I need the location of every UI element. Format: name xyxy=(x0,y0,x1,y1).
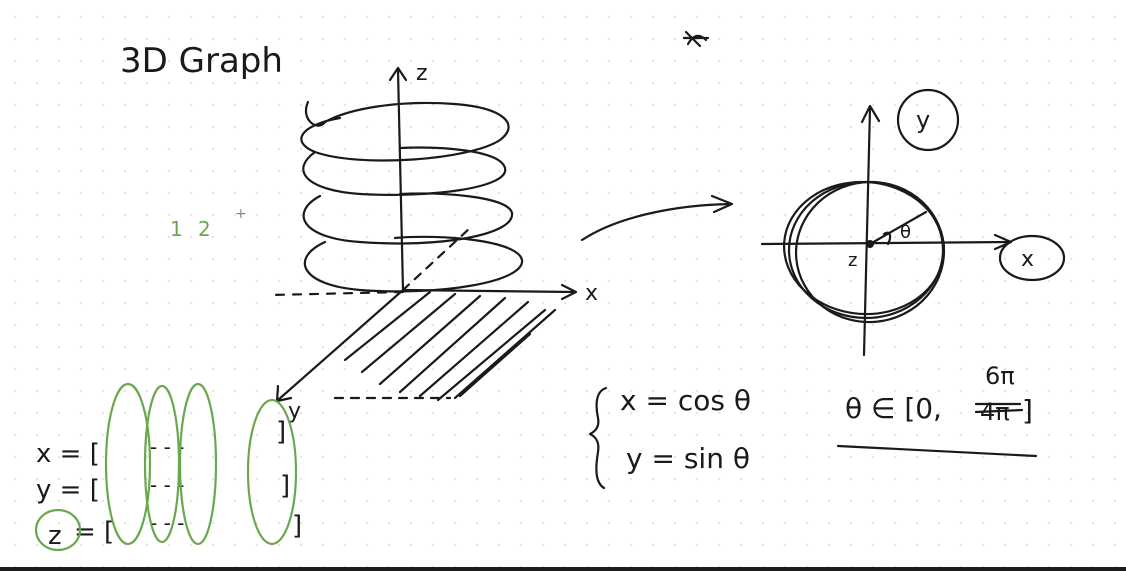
x-axis-negative xyxy=(268,290,405,297)
array-z-dashes: - - - xyxy=(150,511,184,535)
unit-circle xyxy=(782,180,946,324)
circle-x-axis xyxy=(760,240,1012,246)
counter-two: 2 xyxy=(198,217,211,241)
domain-strike xyxy=(974,402,1024,414)
circle-y-label: y xyxy=(916,106,930,134)
counter-one: 1 xyxy=(170,217,183,241)
equation-x: x = cos θ xyxy=(620,384,751,417)
array-y-close: ] xyxy=(280,471,290,501)
array-z-close: ] xyxy=(292,511,302,541)
green-z-circle xyxy=(34,508,82,552)
array-z-letter: z xyxy=(48,521,62,551)
domain-upper-bound: 6π xyxy=(985,362,1015,390)
angle-arc xyxy=(882,231,892,246)
z-axis-arrowhead xyxy=(388,66,408,82)
cursor-plus: + xyxy=(235,206,247,222)
circle-y-arrowhead xyxy=(860,104,881,124)
hatch-boundary-right xyxy=(453,308,557,400)
domain-text: θ ∈ [0, xyxy=(845,392,942,425)
y-axis-negative xyxy=(401,226,472,292)
green-column-ovals xyxy=(104,382,298,546)
x-axis-arrowhead xyxy=(560,283,578,301)
hatch-lines xyxy=(343,290,547,402)
domain-underline xyxy=(836,444,1038,458)
circle-x-label-ring xyxy=(998,234,1066,282)
array-x-label: x = [ xyxy=(36,439,100,469)
page-title: 3D Graph xyxy=(120,41,283,81)
y-axis-label: y xyxy=(288,399,301,424)
radius-line xyxy=(868,210,928,246)
array-x-close: ] xyxy=(276,417,286,447)
connector-arrow xyxy=(580,202,732,242)
bottom-bar xyxy=(0,567,1126,571)
equation-y: y = sin θ xyxy=(626,442,750,475)
stray-scribble xyxy=(682,30,710,48)
origin-dot xyxy=(866,240,874,248)
helix-curve xyxy=(300,100,524,293)
y-axis xyxy=(276,288,405,402)
array-y-label: y = [ xyxy=(36,475,100,505)
equation-brace xyxy=(588,386,608,490)
z-axis-label: z xyxy=(416,61,428,86)
x-axis-label: x xyxy=(585,281,598,306)
center-z-label: z xyxy=(848,250,857,271)
z-axis xyxy=(396,68,405,292)
angle-label: θ xyxy=(900,222,911,243)
circle-x-label: x xyxy=(1021,247,1034,272)
domain-close: ] xyxy=(1022,394,1033,427)
connector-arrowhead xyxy=(710,194,734,214)
circle-y-label-ring xyxy=(896,88,960,152)
